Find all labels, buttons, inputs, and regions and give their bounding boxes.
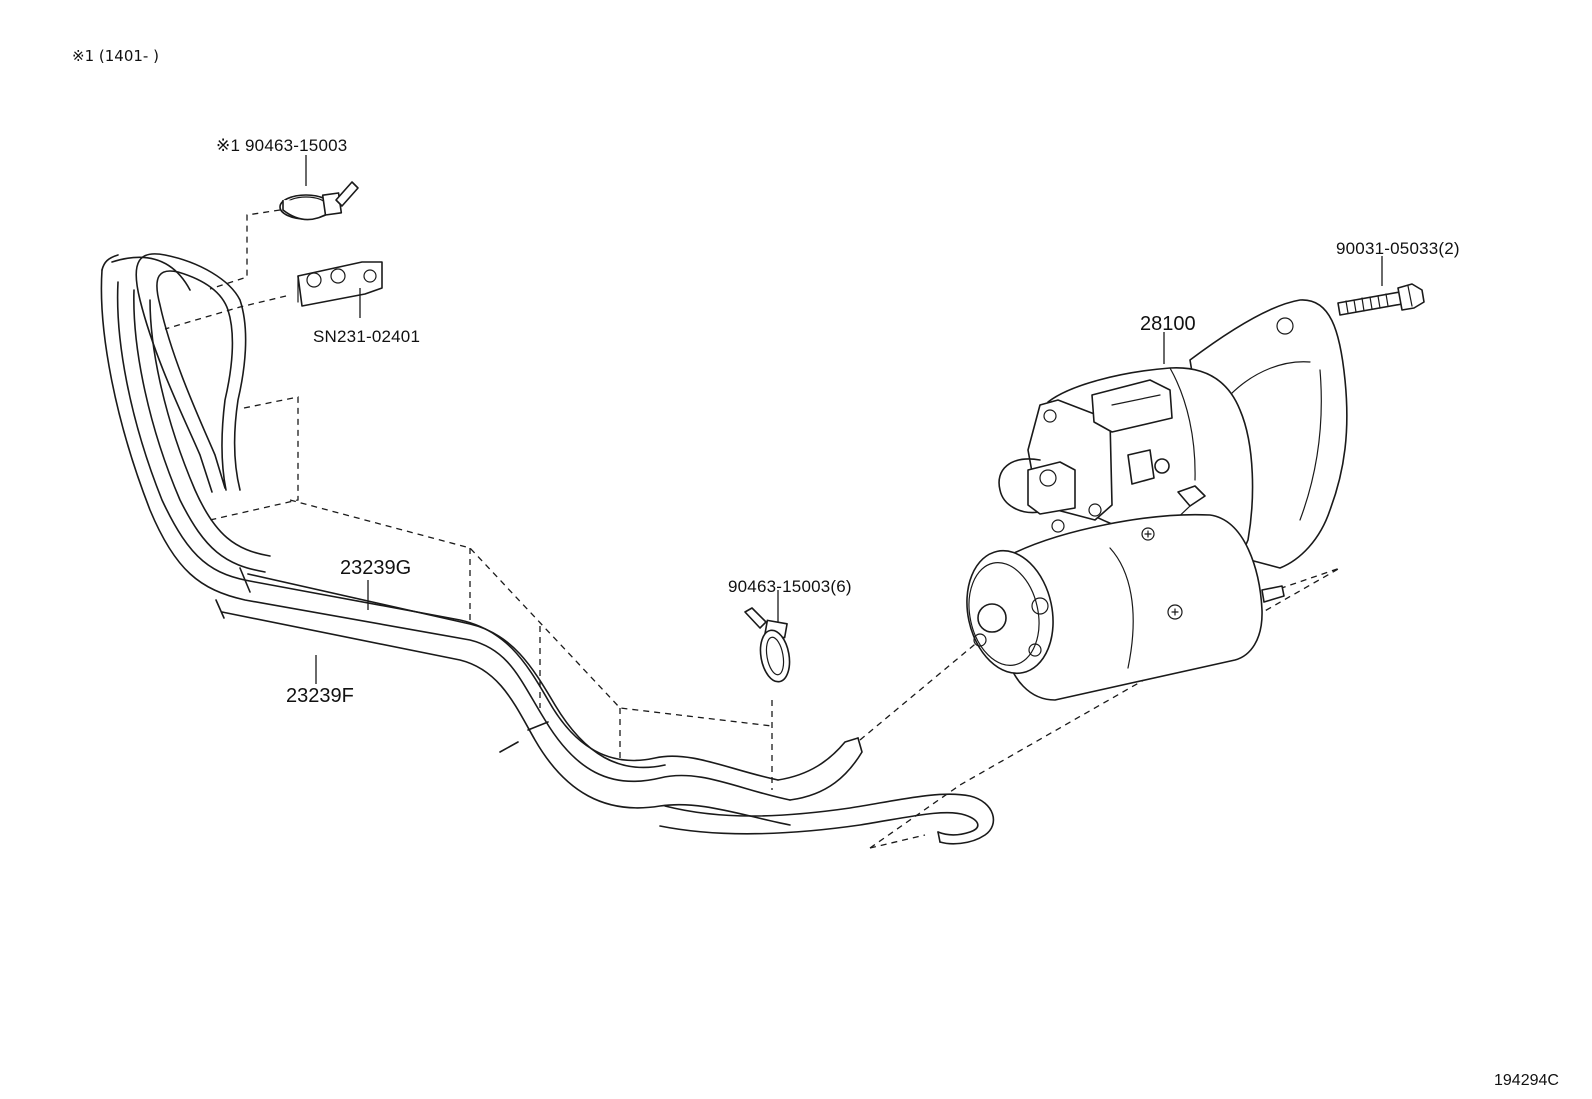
dash-connectors-top: [164, 209, 299, 521]
label-hose-f: 23239F: [286, 685, 354, 707]
hose-clamp-mid[interactable]: [744, 590, 793, 684]
starter-motor[interactable]: [956, 299, 1348, 701]
hose-assembly[interactable]: [100, 253, 995, 845]
hose-clamp-top[interactable]: [279, 155, 359, 221]
label-starter: 28100: [1140, 313, 1196, 335]
label-clamp-mid: 90463-15003(6): [728, 577, 852, 596]
bolt[interactable]: [1337, 256, 1425, 316]
dash-connectors-mid: [289, 499, 1341, 849]
header-note: ※1 (1401- ): [72, 47, 159, 65]
illustration-code: 194294C: [1494, 1072, 1559, 1089]
label-bolt: 90031-05033(2): [1336, 239, 1460, 258]
label-hose-g: 23239G: [340, 557, 411, 579]
label-clamp-top: ※1 90463-15003: [216, 136, 347, 155]
clamp-holder[interactable]: [297, 261, 383, 318]
label-clamp-holder: SN231-02401: [313, 327, 420, 346]
